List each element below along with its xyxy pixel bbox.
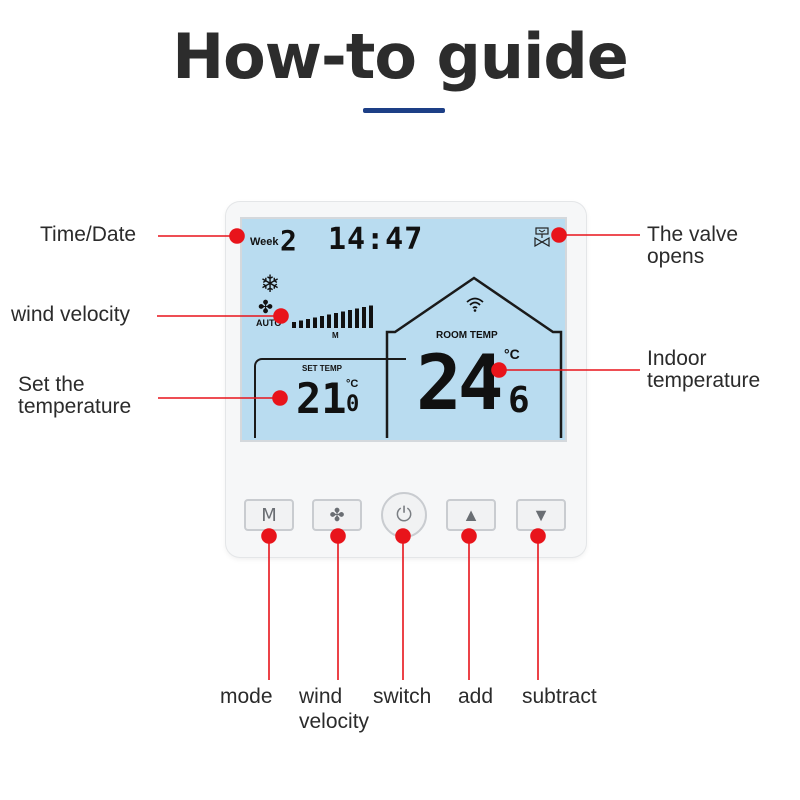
subtract-button[interactable]: ▼ [516, 499, 566, 531]
triangle-down-icon: ▼ [532, 504, 550, 525]
fan-speed-bar [299, 320, 303, 328]
fan-speed-bar [334, 313, 338, 328]
room-temp-label: ROOM TEMP [436, 330, 498, 341]
fan-speed-bar [362, 307, 366, 328]
valve-icon [534, 227, 550, 247]
fan-speed-bar [313, 317, 317, 328]
week-label: Week [250, 236, 279, 248]
valve-label-line2: opens [647, 245, 705, 268]
indoor-temp-decimal: 6 [508, 380, 530, 421]
fan-speed-bar [320, 316, 324, 328]
power-icon: ⏻ [396, 503, 412, 526]
fan-speed-bar [348, 310, 352, 328]
wind-velocity-label: wind velocity [11, 303, 131, 326]
indoor-temp-value: 24 [416, 338, 503, 427]
indoor-temp-unit: °C [504, 346, 520, 362]
fan-speed-bar [355, 308, 359, 328]
wind-velocity-button[interactable]: ✤ [312, 499, 362, 531]
fan-speed-bar [292, 322, 296, 328]
fan-speed-bar [327, 314, 331, 328]
set-temp-label: SET TEMP [302, 364, 343, 373]
add-button[interactable]: ▲ [446, 499, 496, 531]
snowflake-icon: ❄ [260, 271, 281, 298]
triangle-up-icon: ▲ [462, 504, 480, 525]
fan-speed-bar [369, 305, 373, 328]
lcd-screen [240, 217, 567, 442]
fan-icon: ✤ [329, 504, 345, 525]
set-temp-value: 21 [296, 374, 347, 423]
page-title: How-to guide [172, 20, 629, 93]
fan-speed-label: M [332, 331, 339, 340]
subtract-label: subtract [522, 685, 597, 708]
fan-icon: ✤ [258, 297, 274, 317]
set-temperature-label-line1: Set the [18, 373, 85, 396]
indoor-label-line2: temperature [647, 369, 761, 392]
wifi-icon [466, 297, 484, 312]
fan-speed-bar [341, 311, 345, 328]
set-temp-decimal: 0 [346, 392, 360, 417]
add-label: add [458, 685, 494, 708]
room-frame [385, 276, 563, 438]
set-temp-unit: °C [346, 378, 359, 390]
switch-label: switch [373, 685, 432, 708]
fan-speed-bar [306, 319, 310, 328]
auto-label: AUTO [256, 318, 282, 328]
mode-button[interactable]: M [244, 499, 294, 531]
mode-label: mode [220, 685, 273, 708]
title-underline [363, 108, 445, 113]
wind-button-label-line2: velocity [299, 710, 370, 733]
indoor-label-line1: Indoor [647, 347, 707, 370]
set-temperature-label-line2: temperature [18, 395, 132, 418]
valve-label-line1: The valve [647, 223, 739, 246]
week-number: 2 [280, 224, 297, 257]
wind-button-label-line1: wind [299, 685, 343, 708]
time-date-label: Time/Date [40, 223, 137, 246]
clock-time: 14:47 [328, 222, 424, 257]
power-switch-button[interactable]: ⏻ [381, 492, 427, 538]
fan-speed-bars [292, 305, 373, 328]
